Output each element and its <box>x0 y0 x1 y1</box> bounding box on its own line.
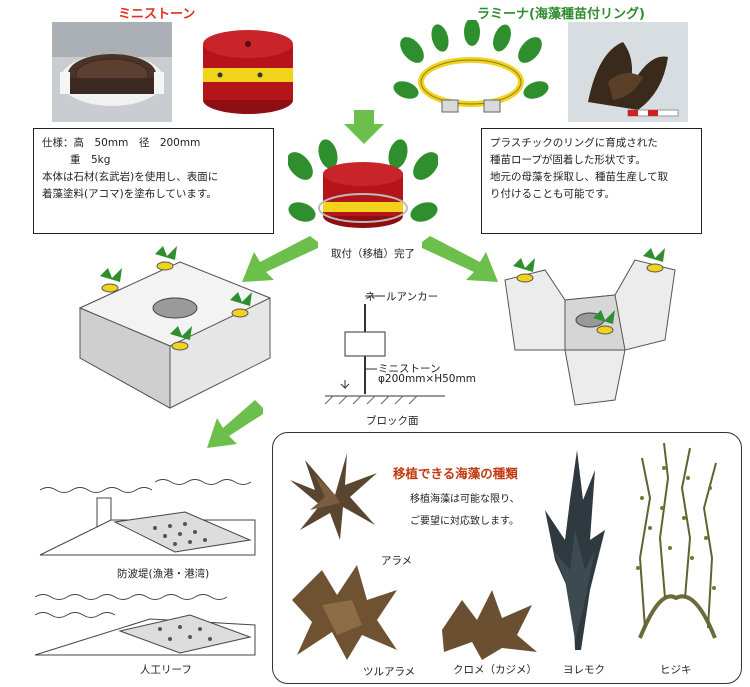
reef-label: 人工リーフ <box>140 664 192 676</box>
panel-title: 移植できる海藻の種類 <box>393 466 518 481</box>
anchor-label: ネールアンカー <box>365 291 439 303</box>
installation-section-diagram <box>324 295 445 405</box>
attach-done-label: 取付（移植）完了 <box>331 248 415 260</box>
arrow-down-right-icon <box>422 236 498 282</box>
species-kurome: クロメ（カジメ） <box>453 664 537 676</box>
assembled-ministone-illustration <box>288 139 438 228</box>
desc-box: プラスチックのリングに育成された 種苗ロープが固着した形状です。 地元の母藻を採… <box>481 128 702 234</box>
kurome-image <box>442 590 537 660</box>
mini-stone-title: ミニストーン <box>118 7 196 22</box>
block-surface-label: ブロック面 <box>366 415 419 427</box>
ministone-illustration <box>203 30 293 114</box>
spec-line-2: 重 5kg <box>70 154 111 166</box>
desc-line-2: 種苗ロープが固着した形状です。 <box>490 154 646 166</box>
panel-sub-1: 移植海藻は可能な限り、 <box>410 494 520 505</box>
arrow-down-icon <box>344 110 384 144</box>
species-arame: アラメ <box>381 555 413 567</box>
breakwater-label: 防波堤(漁港・港湾) <box>117 568 210 580</box>
concrete-block-left <box>78 246 272 409</box>
desc-line-4: り付けることも可能です。 <box>490 188 615 200</box>
ministone-photo <box>52 22 172 122</box>
lamina-title: ラミーナ(海藻種苗付リング) <box>477 7 645 22</box>
arrow-down-left-icon-2 <box>207 400 263 448</box>
breakwater-diagram <box>39 479 256 556</box>
panel-sub-2: ご要望に対応致します。 <box>410 516 519 527</box>
yoremoku-image <box>545 450 605 650</box>
spec-line-1: 仕様：高 50mm 径 200mm <box>42 137 201 149</box>
species-yoremoku: ヨレモク <box>563 664 605 676</box>
ministone-label: ミニストーン <box>378 363 441 375</box>
arrow-down-left-icon <box>242 236 318 282</box>
lamina-ring-illustration <box>393 20 549 113</box>
ministone-size: φ200mm×H50mm <box>378 373 476 385</box>
artificial-reef-diagram <box>34 594 256 656</box>
species-tsuruarame: ツルアラメ <box>363 666 416 678</box>
concrete-block-right <box>504 248 676 406</box>
desc-line-1: プラスチックのリングに育成された <box>490 137 658 149</box>
tsuruarame-image <box>292 565 397 660</box>
desc-line-3: 地元の母藻を採取し、種苗生産して取 <box>490 171 669 183</box>
species-hijiki: ヒジキ <box>660 664 692 676</box>
hijiki-image <box>636 442 717 639</box>
spec-line-3: 本体は石材(玄武岩)を使用し、表面に <box>42 171 219 183</box>
arame-image <box>290 453 377 540</box>
spec-box: 仕様：高 50mm 径 200mm 重 5kg 本体は石材(玄武岩)を使用し、表… <box>33 128 274 234</box>
lamina-photo <box>568 22 688 122</box>
spec-line-4: 着藻塗料(アコマ)を塗布しています。 <box>42 188 217 200</box>
